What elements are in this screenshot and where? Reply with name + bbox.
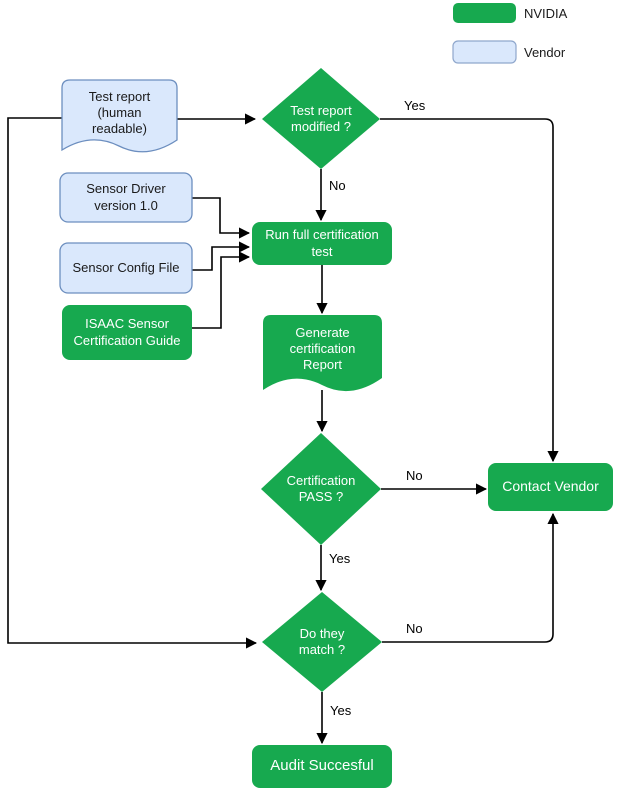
edge-doc-to-match bbox=[7, 117, 258, 649]
legend-vendor-swatch bbox=[452, 40, 517, 64]
edge-label-pass-yes: Yes bbox=[329, 551, 351, 566]
edge-match-no-to-contact bbox=[382, 512, 559, 643]
cert-pass-label: Certification PASS ? bbox=[286, 472, 356, 504]
edge-label-match-no: No bbox=[406, 621, 423, 636]
legend-nvidia-label: NVIDIA bbox=[524, 5, 568, 21]
edge-label-pass-no: No bbox=[406, 468, 423, 483]
sensor-driver-shape bbox=[59, 172, 193, 223]
sensor-config-shape bbox=[59, 242, 193, 294]
cert-pass-diamond bbox=[261, 433, 381, 545]
contact-vendor-shape bbox=[488, 463, 613, 511]
edge-label-modified-no: No bbox=[329, 178, 346, 193]
audit-successful-shape bbox=[252, 745, 392, 788]
isaac-guide-label: ISAAC Sensor Certification Guide bbox=[73, 316, 181, 348]
isaac-guide-shape bbox=[62, 305, 192, 360]
sensor-driver-label: Sensor Driver version 1.0 bbox=[86, 181, 166, 213]
edge-label-modified-yes: Yes bbox=[404, 98, 426, 113]
run-test-label: Run full certification test bbox=[265, 227, 379, 259]
edge-driver-to-run bbox=[192, 197, 251, 239]
audit-successful-label: Audit Succesful bbox=[270, 757, 374, 775]
edge-modified-yes-to-contact bbox=[380, 118, 559, 463]
test-report-doc-label: Test report (human readable) bbox=[88, 88, 151, 137]
edge-label-match-yes: Yes bbox=[330, 703, 352, 718]
legend-nvidia-swatch bbox=[453, 3, 516, 23]
test-report-doc-shape bbox=[61, 79, 178, 153]
sensor-config-label: Sensor Config File bbox=[72, 259, 180, 275]
generate-report-label: Generate certification Report bbox=[289, 324, 356, 373]
do-they-match-label: Do they match ? bbox=[298, 625, 346, 657]
generate-report-doc-shape bbox=[263, 315, 382, 392]
test-report-modified-label: Test report modified ? bbox=[290, 102, 352, 134]
legend-vendor-label: Vendor bbox=[524, 44, 566, 60]
run-test-shape bbox=[252, 222, 392, 265]
test-report-modified-diamond bbox=[262, 68, 380, 169]
edge-guide-to-run bbox=[192, 251, 251, 329]
edge-config-to-run bbox=[192, 241, 251, 271]
contact-vendor-label: Contact Vendor bbox=[502, 478, 599, 495]
do-they-match-diamond bbox=[262, 592, 382, 692]
